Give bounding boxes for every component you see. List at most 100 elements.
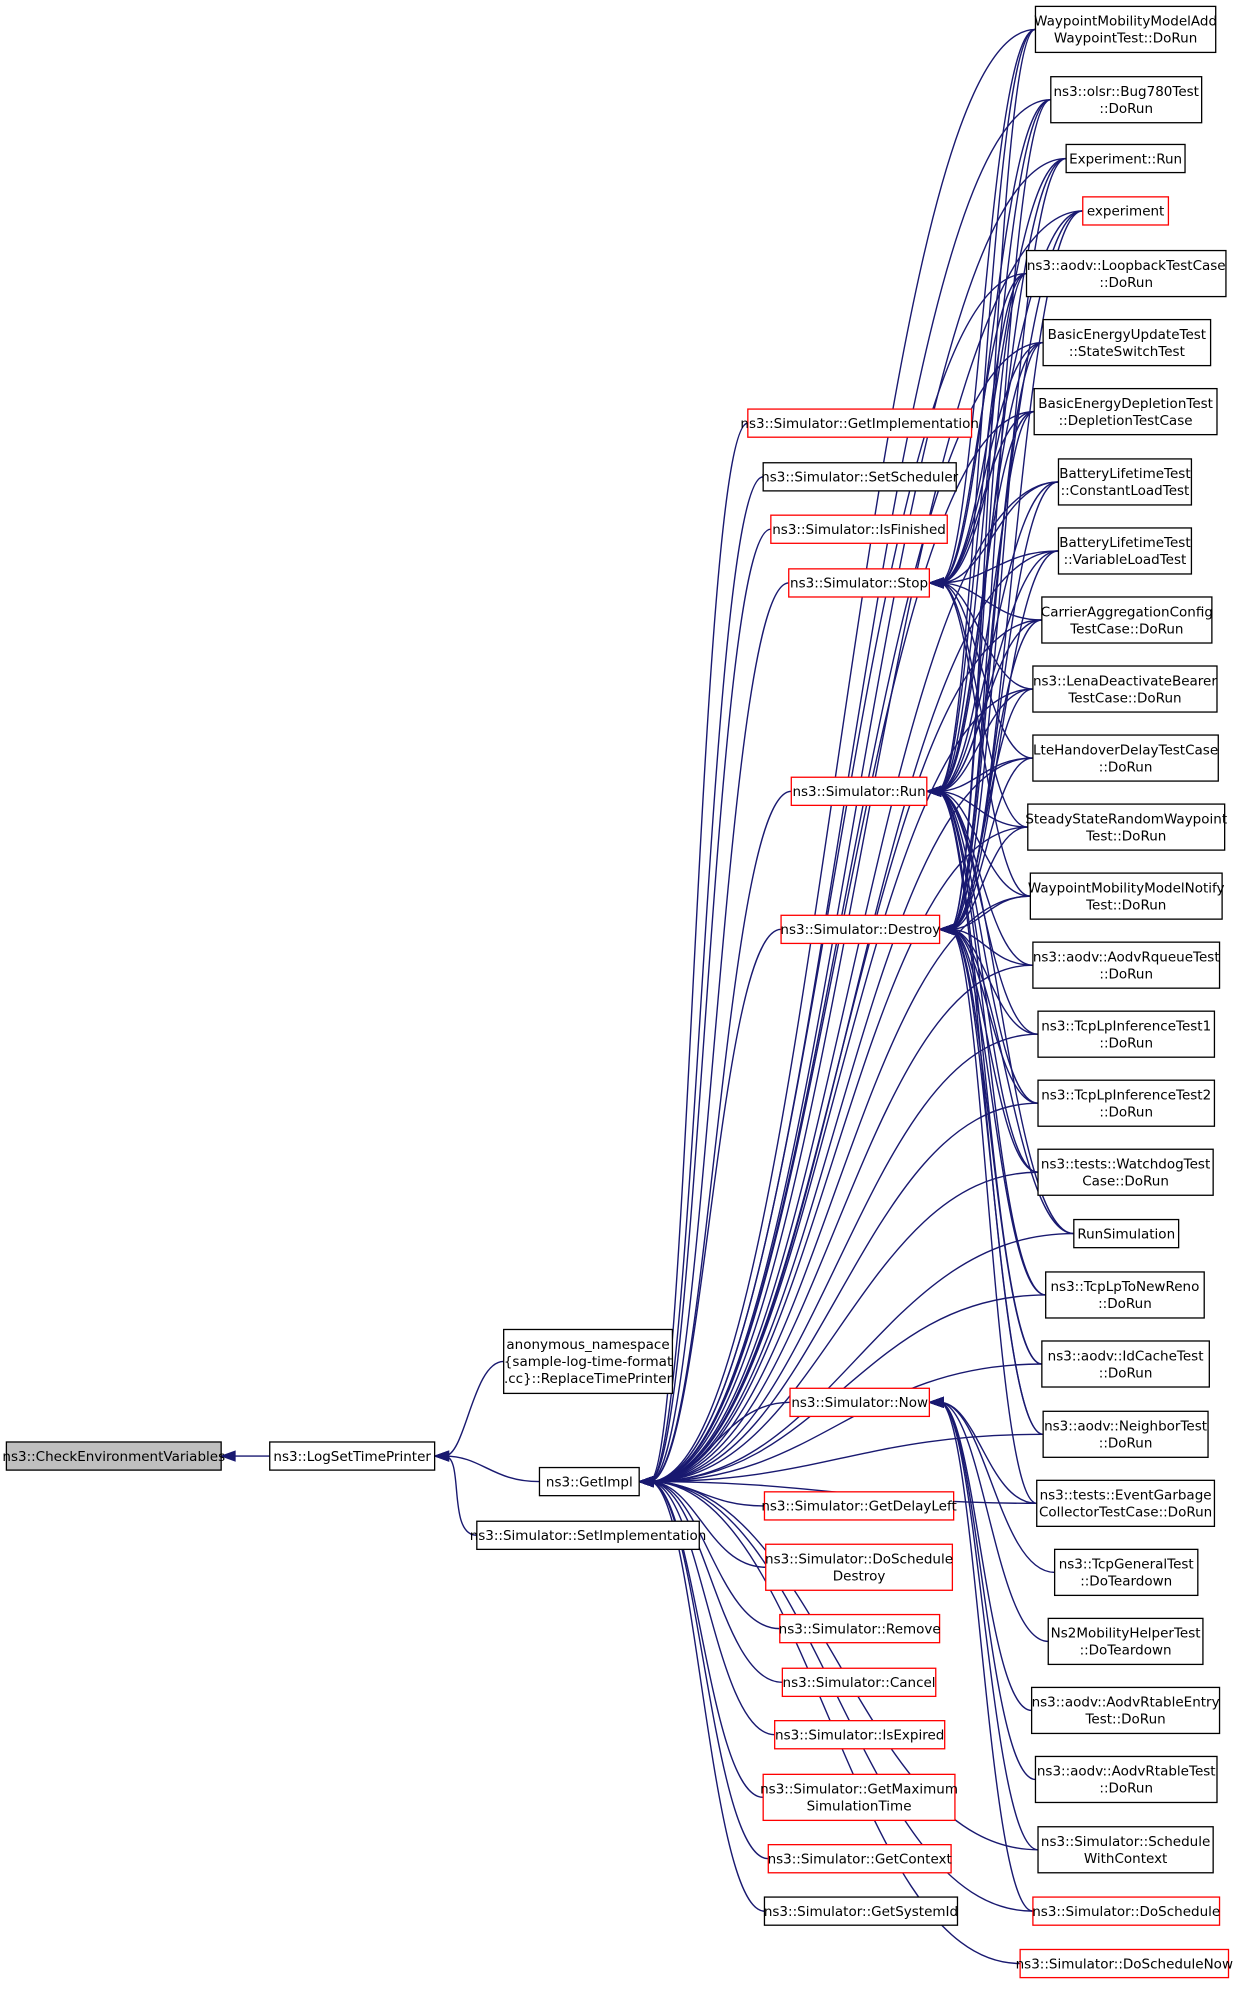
node-r21[interactable]: ns3::aodv::IdCacheTest::DoRun: [1041, 1340, 1210, 1388]
edge-r14-to-run: [925, 785, 1031, 897]
node-label: ::DoRun: [1099, 1035, 1153, 1051]
node-label: ::DoRun: [1099, 1365, 1153, 1381]
node-r6[interactable]: BasicEnergyUpdateTest::StateSwitchTest: [1042, 318, 1212, 367]
node-box: [1050, 76, 1203, 124]
node-anon[interactable]: anonymous_namespace{sample-log-time-form…: [503, 1328, 674, 1395]
edge-r23-to-destroy: [938, 923, 1037, 1505]
node-label: ns3::Simulator::Destroy: [780, 922, 940, 938]
node-remove[interactable]: ns3::Simulator::Remove: [779, 1613, 941, 1644]
node-label: BasicEnergyDepletionTest: [1038, 396, 1213, 412]
node-r27[interactable]: ns3::aodv::AodvRtableTest::DoRun: [1034, 1755, 1218, 1804]
node-label: ::DoRun: [1099, 101, 1153, 117]
node-label: Experiment::Run: [1069, 151, 1182, 167]
node-label: ns3::TcpGeneralTest: [1059, 1557, 1194, 1573]
node-label: BasicEnergyUpdateTest: [1048, 327, 1206, 343]
node-box: [763, 1896, 959, 1926]
node-getcontext[interactable]: ns3::Simulator::GetContext: [768, 1844, 952, 1874]
node-label: ns3::Simulator::SetImplementation: [470, 1528, 707, 1544]
node-label: ns3::Simulator::GetContext: [768, 1851, 952, 1867]
edge-r29-to-now: [927, 1396, 1034, 1912]
node-r8[interactable]: BatteryLifetimeTest::ConstantLoadTest: [1057, 458, 1193, 506]
node-getimplementation[interactable]: ns3::Simulator::GetImplementation: [740, 408, 979, 438]
node-now[interactable]: ns3::Simulator::Now: [789, 1387, 931, 1418]
edge-layer: [219, 28, 1083, 1965]
node-box: [1029, 872, 1223, 920]
node-label: ns3::Simulator::GetDelayLeft: [761, 1499, 956, 1515]
node-cancel[interactable]: ns3::Simulator::Cancel: [781, 1667, 937, 1698]
node-r29[interactable]: ns3::Simulator::DoSchedule: [1032, 1896, 1220, 1926]
node-r5[interactable]: ns3::aodv::LoopbackTestCase::DoRun: [1025, 249, 1227, 298]
node-label: ns3::aodv::AodvRtableEntry: [1032, 1695, 1220, 1711]
node-box: [1042, 318, 1212, 367]
node-box: [762, 462, 957, 492]
node-r23[interactable]: ns3::tests::EventGarbageCollectorTestCas…: [1036, 1479, 1216, 1528]
node-label: ::DoRun: [1099, 1436, 1153, 1452]
node-label: Ns2MobilityHelperTest: [1051, 1626, 1201, 1642]
edge-getimpl-to-logset: [433, 1450, 540, 1483]
node-label: Case::DoRun: [1082, 1174, 1169, 1190]
node-box: [269, 1441, 436, 1471]
node-label: ns3::Simulator::Now: [791, 1395, 928, 1411]
node-label: ::ConstantLoadTest: [1061, 483, 1190, 499]
node-r4[interactable]: experiment: [1082, 196, 1170, 226]
node-label: WaypointMobilityModelAdd: [1034, 14, 1217, 30]
node-getimpl[interactable]: ns3::GetImpl: [538, 1466, 640, 1497]
node-label: RunSimulation: [1077, 1226, 1175, 1242]
node-r19[interactable]: RunSimulation: [1073, 1218, 1180, 1249]
node-box: [1037, 1010, 1216, 1058]
node-label: Destroy: [833, 1569, 886, 1585]
node-setscheduler[interactable]: ns3::Simulator::SetScheduler: [761, 462, 959, 492]
node-label: WithContext: [1084, 1851, 1168, 1867]
node-box: [1057, 527, 1193, 575]
node-r15[interactable]: ns3::aodv::AodvRqueueTest::DoRun: [1032, 941, 1221, 989]
node-box: [763, 1491, 955, 1521]
node-logset[interactable]: ns3::LogSetTimePrinter: [269, 1441, 436, 1471]
node-r24[interactable]: ns3::TcpGeneralTest::DoTeardown: [1053, 1548, 1199, 1597]
node-box: [1042, 1410, 1209, 1458]
node-r12[interactable]: LteHandoverDelayTestCase::DoRun: [1032, 734, 1219, 782]
node-label: ns3::GetImpl: [546, 1474, 633, 1490]
node-r22[interactable]: ns3::aodv::NeighborTest::DoRun: [1042, 1410, 1209, 1458]
node-label: ns3::aodv::LoopbackTestCase: [1027, 258, 1226, 274]
node-r17[interactable]: ns3::TcpLpInferenceTest2::DoRun: [1037, 1079, 1216, 1127]
node-setimpl[interactable]: ns3::Simulator::SetImplementation: [470, 1520, 707, 1551]
node-r16[interactable]: ns3::TcpLpInferenceTest1::DoRun: [1037, 1010, 1216, 1058]
node-r20[interactable]: ns3::TcpLpToNewReno::DoRun: [1045, 1271, 1205, 1319]
node-stop[interactable]: ns3::Simulator::Stop: [788, 568, 931, 598]
node-isexpired[interactable]: ns3::Simulator::IsExpired: [774, 1720, 946, 1750]
node-isfinished[interactable]: ns3::Simulator::IsFinished: [770, 514, 948, 544]
node-box: [1037, 1148, 1214, 1196]
node-getsystemid[interactable]: ns3::Simulator::GetSystemId: [763, 1896, 959, 1926]
node-label: ::DoTeardown: [1080, 1643, 1172, 1659]
node-label: ::DoRun: [1098, 1296, 1152, 1312]
node-getdelayleft[interactable]: ns3::Simulator::GetDelayLeft: [761, 1491, 957, 1521]
node-r7[interactable]: BasicEnergyDepletionTest::DepletionTestC…: [1033, 387, 1218, 436]
node-r25[interactable]: Ns2MobilityHelperTest::DoTeardown: [1047, 1617, 1204, 1666]
node-r3[interactable]: Experiment::Run: [1065, 143, 1186, 174]
edge-r9-to-getimpl: [637, 550, 1059, 1488]
edge-r1-to-getimpl: [637, 28, 1036, 1488]
node-r1[interactable]: WaypointMobilityModelAddWaypointTest::Do…: [1034, 5, 1217, 54]
node-box: [790, 776, 928, 807]
edge-setimpl-to-logset: [433, 1450, 477, 1536]
node-r30[interactable]: ns3::Simulator::DoScheduleNow: [1016, 1948, 1233, 1979]
node-label: ns3::TcpLpInferenceTest1: [1041, 1018, 1211, 1034]
node-r2[interactable]: ns3::olsr::Bug780Test::DoRun: [1050, 76, 1203, 124]
node-label: ::VariableLoadTest: [1064, 552, 1187, 568]
edge-r20-to-destroy: [938, 923, 1046, 1296]
node-destroy[interactable]: ns3::Simulator::Destroy: [780, 914, 940, 945]
node-run[interactable]: ns3::Simulator::Run: [790, 776, 928, 807]
node-root[interactable]: ns3::CheckEnvironmentVariables: [2, 1441, 225, 1471]
node-box: [1047, 1617, 1204, 1666]
edge-r20-to-run: [925, 785, 1046, 1296]
node-r9[interactable]: BatteryLifetimeTest::VariableLoadTest: [1057, 527, 1193, 575]
